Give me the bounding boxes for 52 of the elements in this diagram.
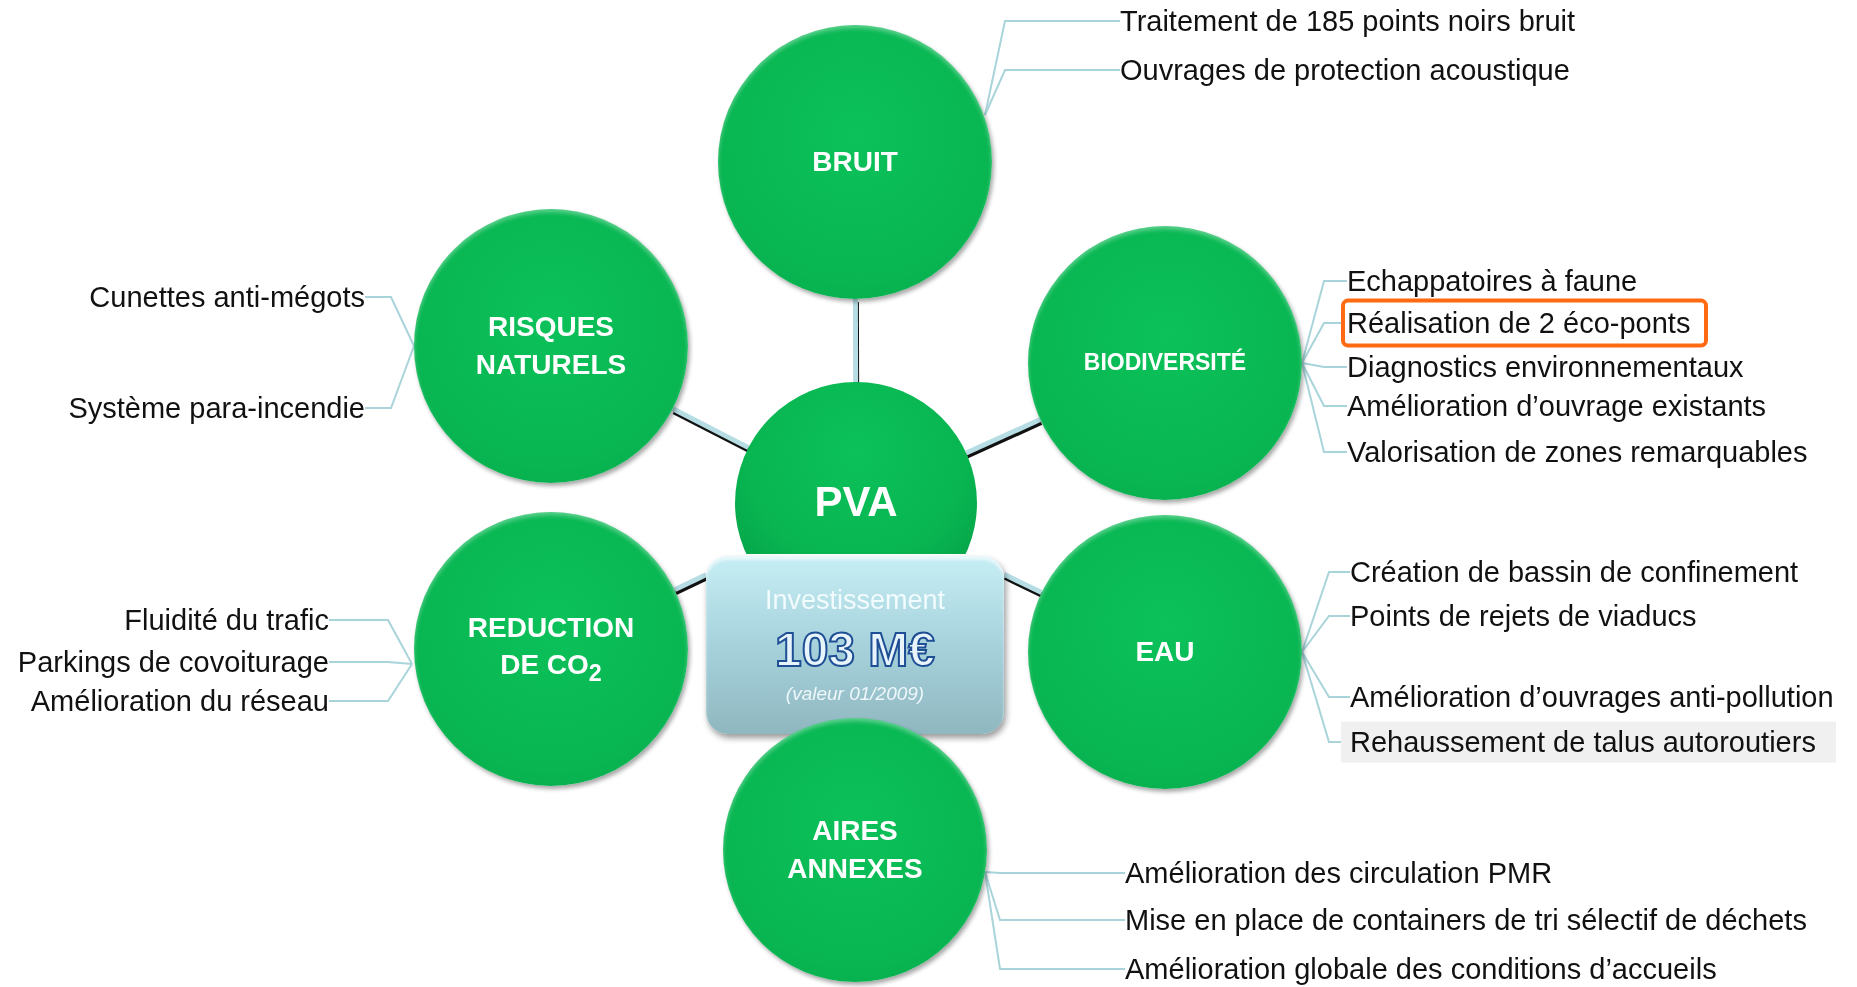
leader-line <box>1301 571 1351 653</box>
circle-label: BIODIVERSITÉ <box>1083 347 1247 378</box>
connector-line <box>671 406 750 450</box>
amount-text: 103 M€ <box>774 622 936 677</box>
item-text: Amélioration d’ouvrage existants <box>1347 388 1767 424</box>
item-text: Rehaussement de talus autoroutiers <box>1341 721 1836 763</box>
item-text: Amélioration d’ouvrages anti-pollution <box>1350 679 1834 715</box>
circle-label: EAU <box>1135 635 1195 670</box>
leader-line <box>328 663 413 702</box>
item-text: Diagnostics environnementaux <box>1347 349 1744 385</box>
leader-line <box>1301 651 1342 743</box>
leader-line <box>984 69 1121 116</box>
leader-line <box>1301 651 1351 698</box>
leader-line <box>1301 615 1351 653</box>
item-text: Echappatoires à faune <box>1347 263 1638 299</box>
item-text: Valorisation de zones remarquables <box>1347 434 1808 470</box>
connector-line <box>673 572 708 593</box>
connector-line <box>965 417 1042 456</box>
circle-label: AIRES ANNEXES <box>786 814 924 886</box>
circle-label: REDUCTION DE CO$_{2}$ <box>466 610 636 688</box>
item-text: Parkings de covoiturage <box>17 644 329 680</box>
highlighted-item-text: Réalisation de 2 éco-ponts <box>1341 298 1709 348</box>
item-text: Amélioration du réseau <box>30 683 329 719</box>
item-text: Cunettes anti-mégots <box>89 279 365 315</box>
item-text: Fluidité du trafic <box>124 602 329 638</box>
leader-line <box>328 661 413 665</box>
item-text: Ouvrages de protection acoustique <box>1120 52 1570 88</box>
circle-label: PVA <box>814 476 898 527</box>
card-heading: Investissement <box>764 585 946 616</box>
item-text: Création de bassin de confinement <box>1350 554 1799 590</box>
investment-card <box>706 556 1004 734</box>
leader-line <box>328 619 413 665</box>
leader-line <box>984 871 1126 921</box>
date-note: (valeur 01/2009) <box>785 683 925 705</box>
circle-label: BRUIT <box>812 145 898 180</box>
leader-line <box>984 871 1126 874</box>
item-text: Mise en place de containers de tri sélectif de déchets <box>1125 902 1807 938</box>
connector-line <box>852 299 859 382</box>
circle-label: RISQUES NATURELS <box>474 310 628 382</box>
leader-line <box>984 871 1126 970</box>
item-text: Amélioration globale des conditions d’accueils <box>1125 951 1717 987</box>
leader-line <box>984 20 1121 116</box>
item-text: Système para-incendie <box>68 390 365 426</box>
leader-line <box>1301 362 1348 407</box>
item-text: Traitement de 185 points noirs bruit <box>1120 3 1576 39</box>
leader-line <box>364 345 415 409</box>
leader-line <box>1301 362 1348 368</box>
connector-line <box>1002 572 1043 595</box>
item-text: Points de rejets de viaducs <box>1350 598 1697 634</box>
leader-line <box>364 296 415 347</box>
leader-line <box>1301 322 1342 364</box>
item-text: Amélioration des circulation PMR <box>1125 855 1553 891</box>
